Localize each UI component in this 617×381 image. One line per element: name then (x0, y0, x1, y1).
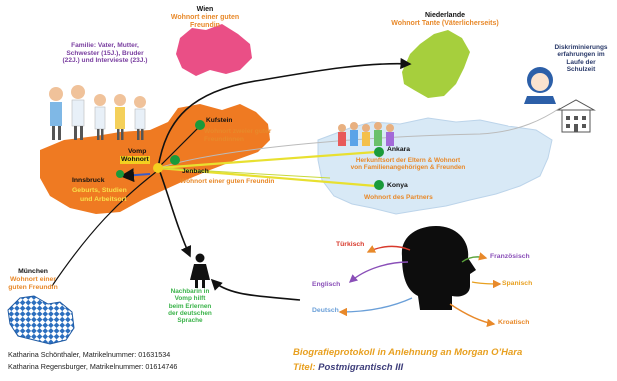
wien-desc-line2: Freundin (190, 22, 220, 30)
line-vomp-konya (157, 166, 377, 188)
line-vomp-innsbruck (120, 168, 151, 183)
subtitle-prefix: Titel: (293, 362, 316, 373)
line-vomp-kufstein (157, 125, 201, 169)
innsbruck-desc-line1: Geburts, Studien (72, 186, 127, 194)
credits-line1: Katharina Schönthaler, Matrikelnummer: 0… (8, 350, 171, 359)
vomp-desc: Wohnort (120, 155, 150, 164)
language-kroatisch: Kroatisch (498, 319, 530, 326)
kufstein-marker (195, 120, 205, 130)
family-icon (49, 85, 146, 140)
konya-marker (374, 180, 384, 190)
arrow-deutsch (338, 297, 413, 317)
language-deutsch: Deutsch (312, 307, 339, 314)
kufstein-desc-line1: Wohnort zweier guter (204, 128, 272, 135)
austria-map (40, 104, 270, 214)
protocol-subtitle: Titel: Postmigrantisch III (293, 362, 403, 373)
arrow-kroatisch (449, 303, 496, 327)
family-label-line3: (22J.) und Intervieste (23J.) (62, 57, 148, 65)
ankara-desc-line1: Herkunftsort der Eltern & Wohnort (355, 157, 461, 164)
niederlande-label: Niederlande Wohnort Tante (Väterlicherse… (370, 12, 520, 28)
diskriminierung-line2: erfahrungen im (557, 51, 605, 59)
ankara-desc-line2: von Familienangehörigen & Freunden (350, 164, 466, 172)
jenbach-marker (170, 155, 180, 165)
muenchen-desc-line1: Wohnort einer (10, 275, 56, 283)
nachbarin-label: Nachbarin in Vomp hilft beim Erlernen de… (150, 288, 230, 325)
diskriminierung-label: Diskriminierungs erfahrungen im Laufe de… (546, 44, 616, 74)
wien-city: Wien (196, 6, 214, 13)
kufstein-desc-line2: Freundinnen (204, 135, 244, 143)
innsbruck-desc-line2: und Arbeitsort (80, 196, 127, 204)
ankara-city: Ankara (387, 146, 411, 153)
nachbarin-line5: Sprache (177, 317, 203, 325)
jenbach-city: Jenbach (182, 168, 209, 175)
wien-desc-line1: Wohnort einer guten (170, 14, 240, 22)
line-vomp-diskriminierung (157, 107, 561, 169)
nachbarin-line4: der deutschen (168, 310, 212, 318)
nachbarin-line3: beim Erlernen (168, 302, 212, 310)
protocol-title: Biografieprotokoll in Anlehnung an Morga… (293, 347, 523, 358)
ankara-desc: Herkunftsort der Eltern & Wohnort von Fa… (328, 157, 488, 172)
vomp-marker (153, 163, 163, 173)
kufstein-city: Kufstein (206, 117, 233, 124)
niederlande-city: Niederlande (424, 12, 466, 19)
vomp-label: Vomp Wohnort (120, 148, 150, 164)
line-vomp-muenchen (51, 171, 157, 287)
language-franzoesisch: Französisch (490, 253, 530, 260)
arrow-englisch (348, 261, 409, 283)
innsbruck-label: Innsbruck Geburts, Studien und Arbeitsor… (72, 176, 127, 205)
arrow-franzoesisch (461, 252, 488, 263)
line-vomp-wien (157, 57, 412, 169)
line-vomp-jenbach (157, 167, 331, 179)
nachbarin-line1: Nachbarin in (170, 288, 210, 295)
konya-desc: Wohnort des Partners (364, 194, 433, 201)
line-deutsch-nachbarin (210, 278, 301, 301)
netherlands-map (402, 30, 470, 98)
arrow-spanisch (471, 279, 502, 289)
credits-line2: Katharina Regensburger, Matrikelnummer: … (8, 361, 178, 371)
credits: Katharina Schönthaler, Matrikelnummer: 0… (8, 349, 177, 372)
vomp-city: Vomp (128, 148, 147, 155)
nachbarin-line2: Vomp hilft (174, 295, 206, 303)
wien-label: Wien Wohnort einer guten Freundin (150, 6, 260, 30)
line-vomp-ankara (157, 150, 377, 170)
wien-map (176, 24, 252, 76)
niederlande-desc: Wohnort Tante (Väterlicherseits) (391, 20, 499, 28)
language-tuerkisch: Türkisch (336, 241, 365, 248)
family-label: Familie: Vater, Mutter, Schwester (15J.)… (40, 42, 170, 65)
family-label-line2: Schwester (15J.), Bruder (66, 49, 144, 57)
language-englisch: Englisch (312, 281, 341, 288)
arrow-tuerkisch (366, 245, 411, 253)
group-icon (338, 122, 394, 146)
diskriminierung-line3: Laufe der (566, 58, 596, 66)
language-spanisch: Spanisch (502, 280, 533, 287)
person-icon (524, 67, 556, 104)
muenchen-desc-line2: guten Freundin (8, 283, 58, 291)
muenchen-city: München (18, 268, 48, 275)
innsbruck-city: Innsbruck (72, 177, 105, 184)
subtitle-text: Postmigrantisch III (318, 362, 404, 373)
school-icon (556, 99, 596, 133)
speaking-head-icon (401, 226, 476, 310)
woman-icon (190, 253, 210, 288)
line-vomp-nachbarin (159, 171, 192, 258)
muenchen-label: München Wohnort einer guten Freundin (0, 268, 66, 291)
innsbruck-marker (116, 170, 124, 178)
ankara-marker (374, 147, 384, 157)
jenbach-desc: Wohnort einer guten Freundin (180, 178, 275, 185)
family-label-line1: Familie: Vater, Mutter, (71, 42, 139, 49)
bavaria-map (7, 295, 75, 345)
diskriminierung-line1: Diskriminierungs (554, 44, 608, 51)
kufstein-desc: Wohnort zweier guter Freundinnen (204, 128, 271, 143)
konya-city: Konya (387, 182, 408, 189)
diskriminierung-line4: Schulzeit (566, 66, 596, 74)
